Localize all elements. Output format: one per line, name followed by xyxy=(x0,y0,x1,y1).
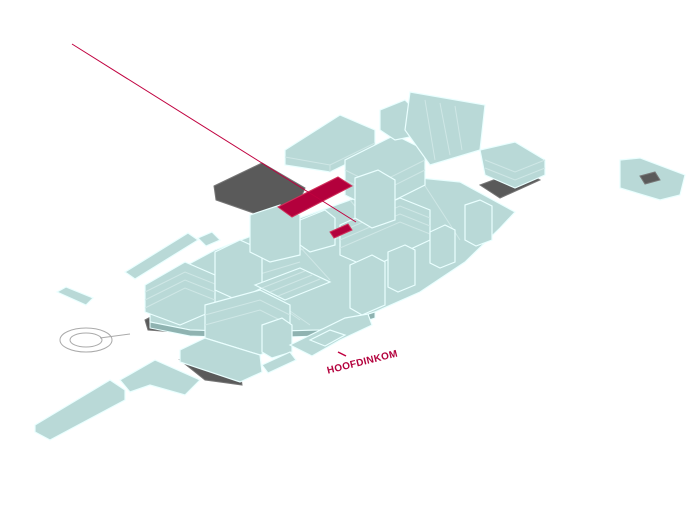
highlighted-wing xyxy=(277,176,353,239)
entrance-arrow xyxy=(337,351,347,357)
east-detached-building xyxy=(619,157,686,201)
north-buildings xyxy=(249,91,546,263)
west-buildings xyxy=(34,231,297,441)
entrance-building xyxy=(288,313,373,357)
main-building-complex xyxy=(144,177,516,339)
pointer-line xyxy=(71,43,357,223)
helipad-icon xyxy=(59,327,131,353)
